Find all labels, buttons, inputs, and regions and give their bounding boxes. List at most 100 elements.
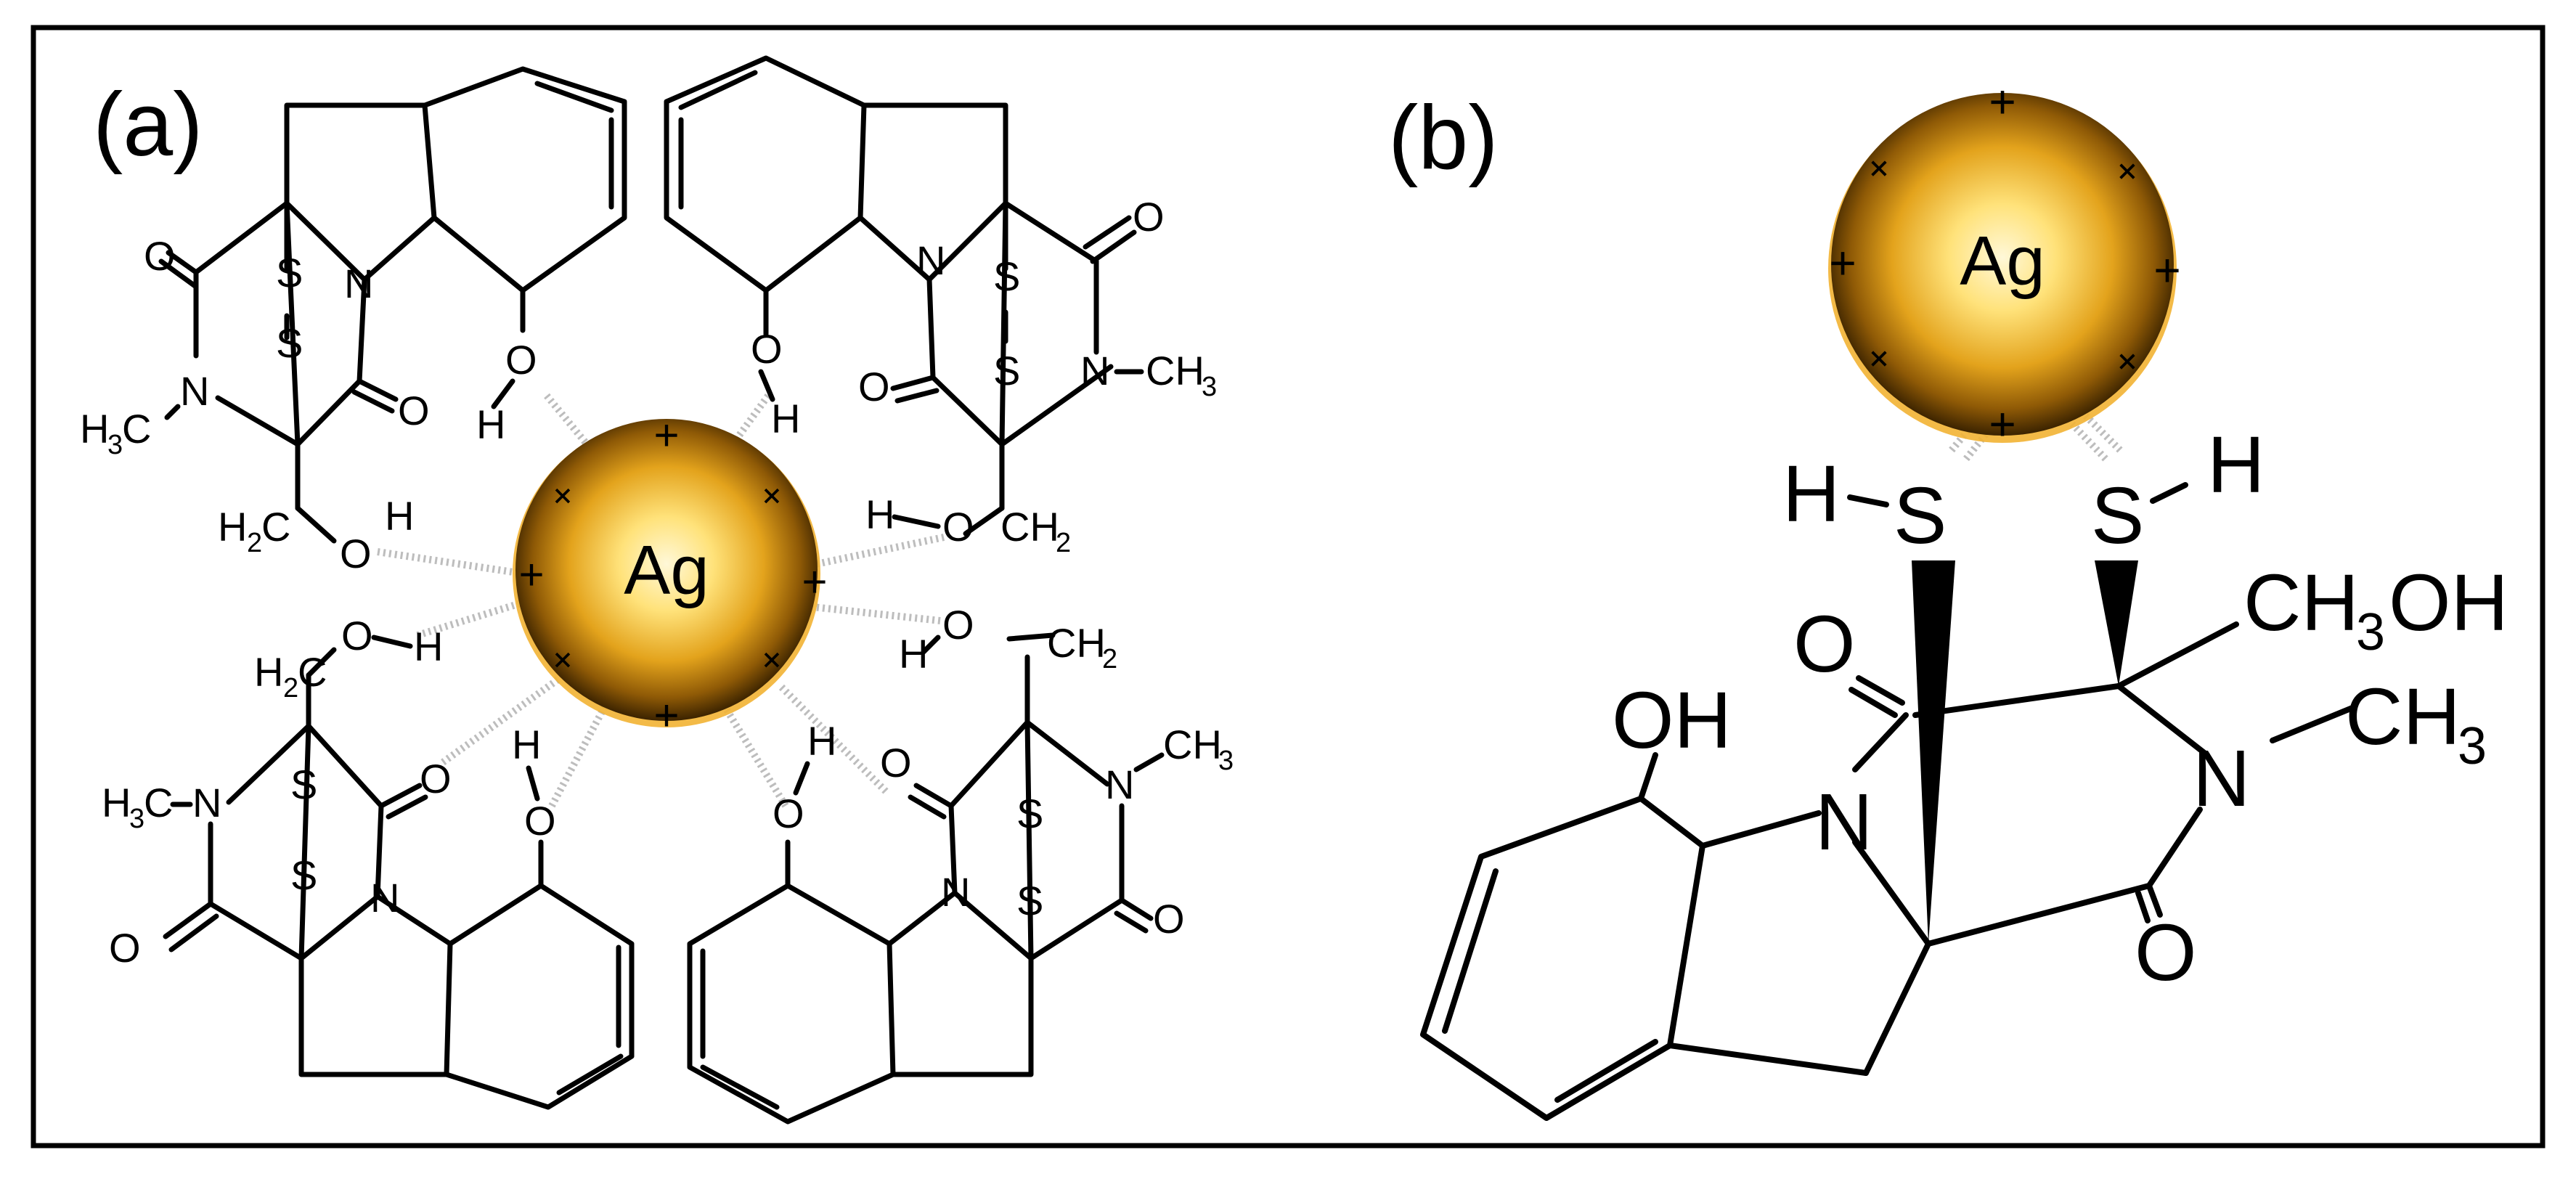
svg-text:O: O <box>420 756 452 801</box>
svg-text:OH: OH <box>1612 676 1732 765</box>
panel-b: Ag + + + + + + + + H S S H <box>1420 76 2508 1121</box>
svg-text:S: S <box>1894 471 1947 560</box>
svg-text:S: S <box>1016 878 1043 923</box>
molecule-top-left: O N S S N O H 3 C H 2 C O H O H <box>80 66 627 576</box>
svg-text:N: N <box>941 869 970 915</box>
svg-text:O: O <box>524 798 556 844</box>
svg-text:+: + <box>1989 76 2015 128</box>
wedge-bond-left <box>1912 560 1955 944</box>
svg-text:O: O <box>109 925 141 971</box>
thiol-groups: H S S H <box>1782 420 2265 560</box>
svg-text:S: S <box>2091 471 2144 560</box>
svg-text:CH: CH <box>2243 558 2359 648</box>
svg-text:O: O <box>144 233 176 279</box>
panel-a-label: (a) <box>93 75 203 175</box>
svg-text:O: O <box>880 740 912 786</box>
svg-text:H: H <box>512 722 541 767</box>
molecule-top-right: N S S O N CH 3 O O CH 2 H O H <box>664 55 1217 558</box>
molecule-b-labels: O N N O OH CH 3 OH CH 3 <box>1612 558 2508 998</box>
svg-text:N: N <box>180 368 209 414</box>
svg-text:3: 3 <box>2458 717 2487 775</box>
svg-text:H: H <box>1782 449 1840 539</box>
svg-text:H: H <box>771 396 800 441</box>
svg-text:H: H <box>254 649 283 695</box>
svg-text:S: S <box>290 852 317 898</box>
svg-text:OH: OH <box>2389 558 2508 648</box>
svg-text:H: H <box>385 493 414 539</box>
svg-text:O: O <box>2135 908 2197 998</box>
svg-text:H: H <box>2207 420 2265 510</box>
svg-text:O: O <box>751 326 783 372</box>
svg-text:3: 3 <box>2356 603 2385 661</box>
svg-text:CH: CH <box>1146 348 1205 393</box>
panel-b-label: (b) <box>1388 88 1499 188</box>
svg-text:C: C <box>261 504 290 550</box>
svg-text:N: N <box>370 875 399 921</box>
svg-text:CH: CH <box>1163 722 1222 767</box>
figure-frame <box>30 25 2546 1149</box>
panel-a: Ag + + + + + + + + <box>80 55 1234 1125</box>
svg-text:C: C <box>122 406 151 452</box>
svg-text:S: S <box>290 762 317 807</box>
ag-label-b: Ag <box>1960 222 2045 300</box>
svg-text:+: + <box>653 691 679 740</box>
svg-text:O: O <box>1133 194 1165 240</box>
svg-text:3: 3 <box>1202 372 1217 402</box>
svg-text:3: 3 <box>129 804 144 834</box>
svg-text:O: O <box>858 364 890 409</box>
svg-text:N: N <box>344 261 373 306</box>
svg-text:H: H <box>865 491 894 537</box>
svg-text:C: C <box>144 780 173 825</box>
svg-text:N: N <box>2193 734 2250 823</box>
svg-text:+: + <box>518 550 544 599</box>
svg-text:N: N <box>1080 348 1109 393</box>
svg-text:H: H <box>414 624 443 669</box>
svg-text:O: O <box>942 504 974 550</box>
svg-text:O: O <box>505 337 537 383</box>
svg-text:+: + <box>802 558 827 606</box>
svg-text:C: C <box>298 649 327 695</box>
svg-text:O: O <box>1793 600 1856 689</box>
svg-text:+: + <box>1829 237 1856 289</box>
svg-text:3: 3 <box>1218 746 1234 776</box>
svg-text:CH: CH <box>1000 504 1059 550</box>
ag-nanoparticle-a: Ag + + + + + + + + <box>513 411 828 740</box>
svg-text:+: + <box>653 411 679 460</box>
svg-text:S: S <box>993 253 1020 299</box>
svg-text:H: H <box>476 401 505 447</box>
molecule-b-skeleton <box>1420 621 2355 1121</box>
svg-text:S: S <box>993 348 1020 393</box>
svg-text:N: N <box>192 780 221 825</box>
svg-text:O: O <box>398 388 430 433</box>
svg-text:N: N <box>1105 762 1134 807</box>
svg-text:H: H <box>102 780 131 825</box>
coordination-lines-a <box>377 393 945 808</box>
molecule-bottom-right: N S S O O N CH 3 O CH 2 H O H <box>687 602 1234 1125</box>
svg-text:2: 2 <box>1056 528 1071 558</box>
svg-text:O: O <box>340 531 372 576</box>
ag-nanoparticle-b: Ag + + + + + + + + <box>1828 76 2181 450</box>
svg-text:S: S <box>276 320 303 366</box>
svg-text:N: N <box>1815 778 1872 867</box>
svg-text:N: N <box>916 237 945 283</box>
svg-text:2: 2 <box>1102 644 1117 674</box>
wedge-bond-right <box>2095 560 2138 686</box>
svg-text:O: O <box>773 791 804 836</box>
svg-text:+: + <box>2153 244 2180 296</box>
svg-text:O: O <box>341 613 373 658</box>
ag-label-a: Ag <box>624 531 709 609</box>
svg-text:CH: CH <box>1047 620 1106 666</box>
svg-text:H: H <box>80 406 109 452</box>
svg-text:CH: CH <box>2345 672 2461 762</box>
svg-text:S: S <box>276 250 303 295</box>
svg-text:2: 2 <box>283 673 298 703</box>
svg-text:+: + <box>1989 398 2015 450</box>
svg-text:3: 3 <box>107 430 123 460</box>
svg-text:S: S <box>1016 791 1043 836</box>
svg-text:2: 2 <box>247 528 262 558</box>
svg-text:H: H <box>807 718 836 764</box>
svg-text:O: O <box>1153 896 1185 942</box>
svg-text:O: O <box>942 602 974 648</box>
svg-text:H: H <box>218 504 247 550</box>
